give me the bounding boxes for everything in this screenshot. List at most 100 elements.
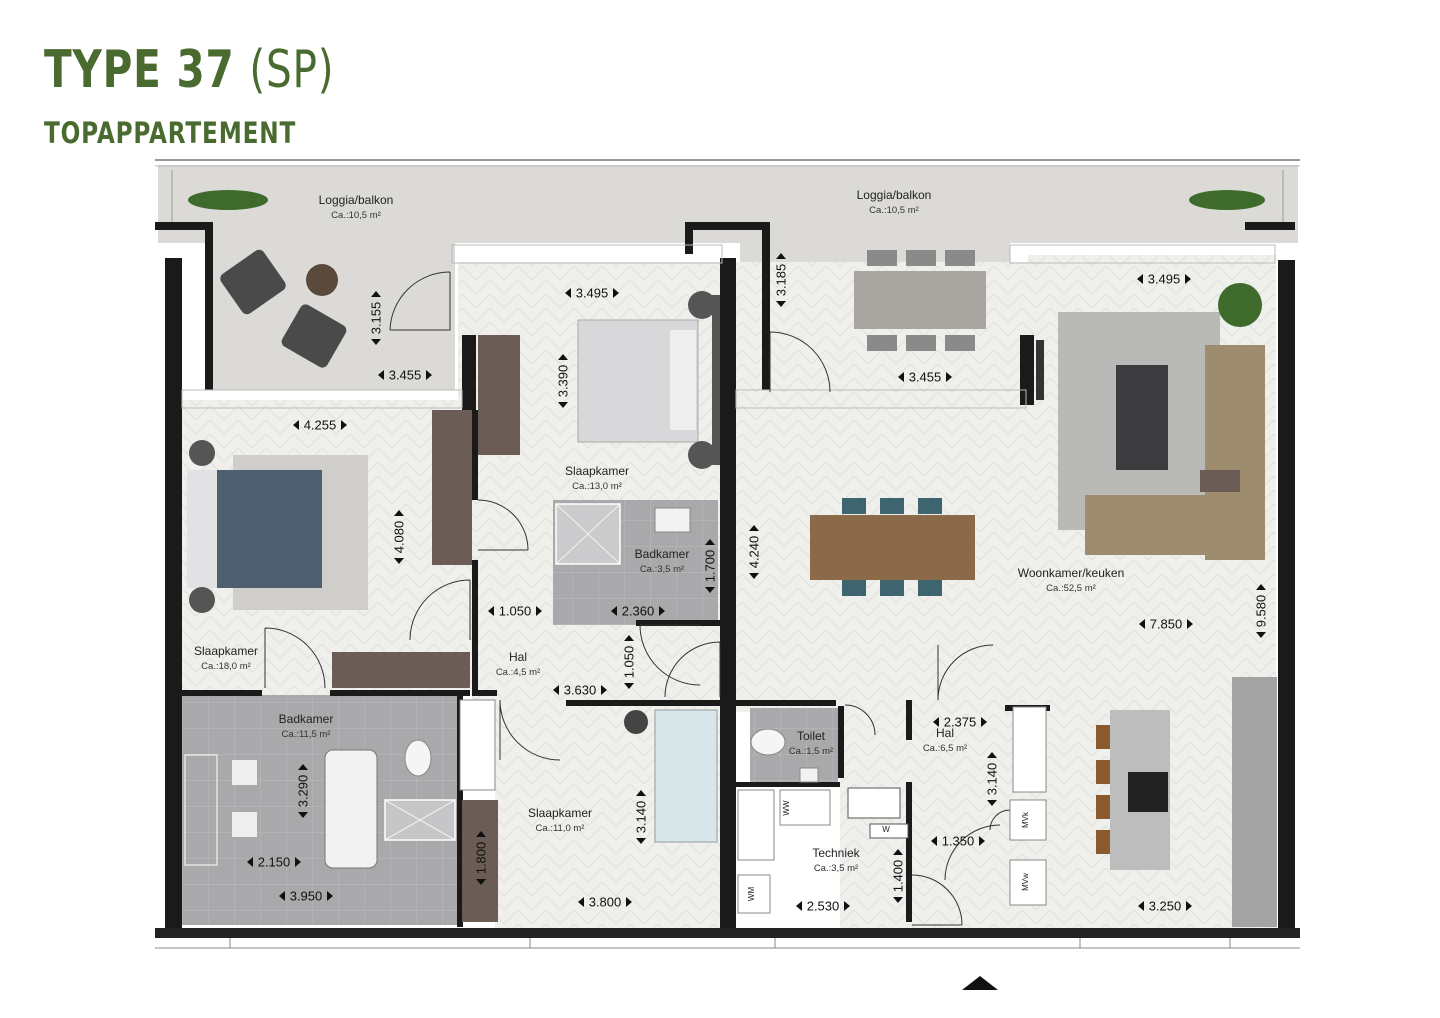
dimension-arrow-down	[705, 587, 715, 593]
dimension-d24: 1.800	[474, 831, 489, 885]
room-area: Ca.:4,5 m²	[496, 667, 540, 678]
dimension-d26: 3.950	[279, 889, 333, 904]
dimension-arrow-right	[601, 685, 607, 695]
dimension-value: 3.390	[556, 365, 571, 398]
dimension-arrow-left	[293, 420, 299, 430]
room-name: Hal	[509, 650, 527, 664]
dimension-value: 2.150	[258, 855, 291, 870]
dimension-arrow-up	[371, 291, 381, 297]
dimension-value: 1.400	[891, 860, 906, 893]
dimension-arrow-right	[426, 370, 432, 380]
dimension-value: 3.155	[369, 302, 384, 335]
dimension-d5: 3.455	[378, 368, 432, 383]
dimension-arrow-right	[844, 901, 850, 911]
dimension-d21: 3.140	[634, 790, 649, 844]
dimension-arrow-right	[613, 288, 619, 298]
dimension-arrow-up	[987, 752, 997, 758]
dimension-arrow-up	[298, 764, 308, 770]
room-area: Ca.:3,5 m²	[640, 564, 684, 575]
dimension-value: 3.140	[634, 801, 649, 834]
dimension-arrow-right	[659, 606, 665, 616]
dimension-d22: 1.350	[931, 834, 985, 849]
room-name: Loggia/balkon	[319, 193, 394, 207]
dimension-value: 4.255	[304, 418, 337, 433]
dimension-arrow-up	[624, 635, 634, 641]
room-area: Ca.:6,5 m²	[923, 743, 967, 754]
dimension-d12: 1.050	[488, 604, 542, 619]
appliance-w: W	[882, 825, 890, 834]
dimension-arrow-down	[893, 897, 903, 903]
room-area: Ca.:1,5 m²	[789, 746, 833, 757]
dimension-value: 4.240	[747, 536, 762, 569]
dimension-arrow-left	[933, 717, 939, 727]
dimension-d17: 3.630	[553, 683, 607, 698]
dimension-arrow-down	[394, 558, 404, 564]
dimension-arrow-up	[476, 831, 486, 837]
dimension-d20: 3.140	[985, 752, 1000, 806]
room-area: Ca.:11,5 m²	[282, 729, 331, 740]
dimension-arrow-left	[565, 288, 571, 298]
dimension-arrow-right	[626, 897, 632, 907]
dimension-arrow-down	[558, 402, 568, 408]
room-area: Ca.:10,5 m²	[869, 205, 919, 216]
dimension-d14: 7.850	[1139, 617, 1193, 632]
plan-subtitle: TOPAPPARTEMENT	[44, 116, 297, 150]
dimension-d16: 1.050	[622, 635, 637, 689]
room-name: Slaapkamer	[565, 464, 629, 478]
dimension-arrow-up	[705, 539, 715, 545]
dimension-d19: 3.290	[296, 764, 311, 818]
appliance-wm: WM	[747, 887, 756, 902]
room-name: Toilet	[797, 729, 826, 743]
dimension-d27: 3.800	[578, 895, 632, 910]
room-name: Badkamer	[279, 712, 334, 726]
dimension-arrow-left	[578, 897, 584, 907]
dimension-d15: 9.580	[1254, 584, 1269, 638]
dimension-value: 3.185	[774, 264, 789, 297]
dimension-value: 3.950	[290, 889, 323, 904]
dimension-arrow-down	[1256, 632, 1266, 638]
dimension-value: 2.375	[944, 715, 977, 730]
dimension-arrow-right	[946, 372, 952, 382]
dimension-arrow-up	[558, 354, 568, 360]
room-name: Woonkamer/keuken	[1018, 566, 1125, 580]
dimension-d25: 1.400	[891, 849, 906, 903]
dimension-value: 1.800	[474, 842, 489, 875]
dimension-arrow-up	[776, 253, 786, 259]
dimension-d1: 3.495	[565, 286, 619, 301]
furniture	[184, 190, 1277, 990]
plan-title: TYPE 37 (SP)	[44, 40, 335, 100]
room-name: Techniek	[812, 846, 860, 860]
dimension-value: 1.700	[703, 550, 718, 583]
dimension-value: 3.250	[1149, 899, 1182, 914]
dimension-d9: 4.080	[392, 510, 407, 564]
walls	[155, 222, 1300, 938]
dimension-arrow-left	[247, 857, 253, 867]
dimension-arrow-left	[898, 372, 904, 382]
dimension-value: 3.800	[589, 895, 622, 910]
room-name: Badkamer	[635, 547, 690, 561]
dimension-arrow-down	[624, 683, 634, 689]
dimension-arrow-right	[536, 606, 542, 616]
room-area: Ca.:52,5 m²	[1046, 583, 1096, 594]
dimension-arrow-left	[1139, 619, 1145, 629]
tiled-rooms	[182, 500, 838, 925]
room-area: Ca.:3,5 m²	[814, 863, 858, 874]
dimension-value: 3.140	[985, 763, 1000, 796]
dimension-d28: 2.530	[796, 899, 850, 914]
dimension-d29: 3.250	[1138, 899, 1192, 914]
dimension-value: 3.455	[389, 368, 422, 383]
dimension-arrow-left	[279, 891, 285, 901]
dimension-arrow-down	[371, 339, 381, 345]
dimension-d10: 1.700	[703, 539, 718, 593]
dimension-value: 3.455	[909, 370, 942, 385]
appliance-ww: WW	[782, 800, 791, 816]
dimension-d11: 4.240	[747, 525, 762, 579]
appliance-mvw: MVw	[1021, 873, 1030, 891]
